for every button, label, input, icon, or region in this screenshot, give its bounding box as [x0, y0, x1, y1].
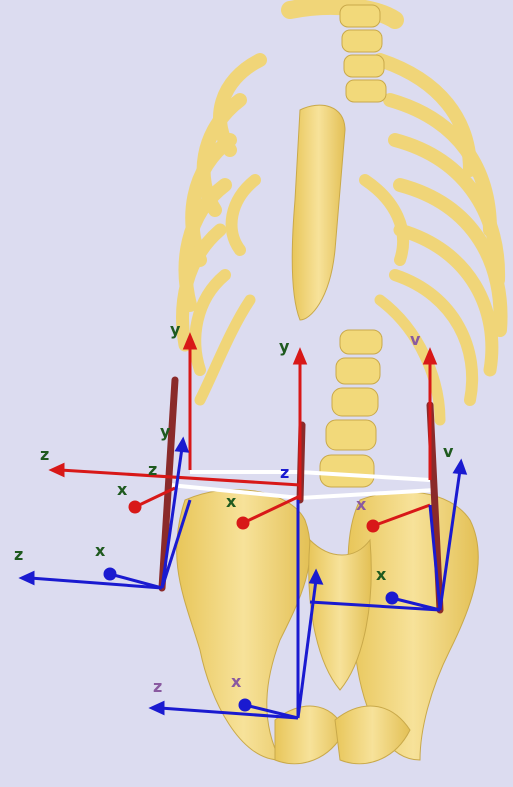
x-label-right: x [356, 495, 367, 514]
y-label-right-low: v [443, 442, 454, 461]
y-label-right: v [410, 330, 421, 349]
y-label-center: y [279, 337, 290, 356]
y-label-left: y [170, 320, 181, 339]
z-label-bottom: z [153, 677, 162, 696]
x-label-bottom: x [231, 672, 242, 691]
x-label-right-low: x [376, 565, 387, 584]
z-label-left-low: z [14, 545, 23, 564]
x-label-left: x [117, 480, 128, 499]
sternum [292, 105, 345, 320]
z-label-center: z [280, 463, 289, 482]
x-label-center: x [226, 492, 237, 511]
rib-cage [183, 6, 501, 420]
z-label-far-left: z [40, 445, 49, 464]
z-label-left-mid: z [148, 460, 157, 479]
x-label-left-low: x [95, 541, 106, 560]
y-label-left-low: y [160, 422, 171, 441]
